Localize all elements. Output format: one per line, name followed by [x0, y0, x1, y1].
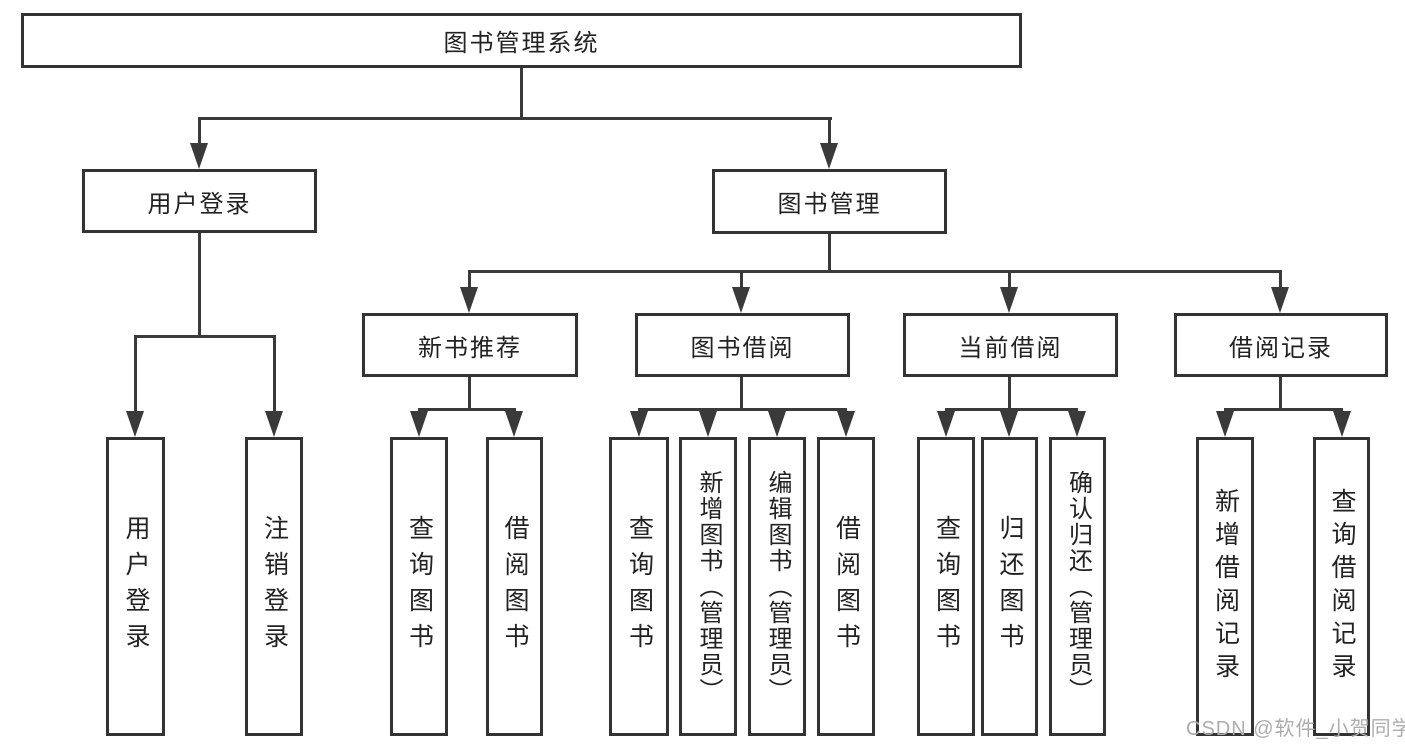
connector-drop-leaf-user-login — [134, 335, 137, 413]
node-borrow-records: 借阅记录 — [1174, 313, 1388, 377]
arrowhead-book-management — [820, 143, 838, 169]
leaf-add-borrow-record: 新增借阅记录 — [1196, 437, 1254, 736]
arrowhead-borrow-records — [1271, 287, 1289, 313]
node-book-management-label: 图书管理 — [777, 191, 882, 218]
connector-drop-book-management — [828, 117, 831, 147]
node-root: 图书管理系统 — [21, 13, 1022, 68]
arrowhead-confirm-return-admin — [1068, 411, 1086, 437]
leaf-add-book-admin-label: 新增图书（管理员） — [695, 469, 722, 704]
arrowhead-add-borrow-record — [1216, 411, 1234, 437]
connector-root-stem — [520, 68, 523, 118]
leaf-edit-book-admin: 编辑图书（管理员） — [748, 437, 806, 736]
node-book-borrow: 图书借阅 — [635, 313, 850, 377]
arrowhead-borrow-books-borrow — [837, 411, 855, 437]
leaf-confirm-return-admin-label: 确认归还（管理员） — [1064, 469, 1092, 704]
connector-newbook-stem — [468, 377, 471, 411]
leaf-query-borrow-record-label: 查询借阅记录 — [1328, 487, 1356, 686]
connector-drop-borrow-records — [1279, 270, 1282, 289]
leaf-borrow-books-borrow-label: 借阅图书 — [832, 514, 861, 659]
leaf-add-borrow-record-label: 新增借阅记录 — [1211, 487, 1240, 686]
node-book-management: 图书管理 — [712, 169, 947, 234]
connector-borrowrecords-stem — [1279, 377, 1282, 411]
connector-drop-new-book — [468, 270, 471, 289]
leaf-query-books-newbook-label: 查询图书 — [405, 514, 434, 659]
arrowhead-query-books-newbook — [410, 411, 428, 437]
leaf-return-book-label: 归还图书 — [996, 514, 1024, 659]
leaf-borrow-books-newbook-label: 借阅图书 — [501, 514, 529, 659]
arrowhead-current-borrow — [1000, 287, 1018, 313]
arrowhead-edit-book-admin — [768, 411, 786, 437]
arrowhead-query-books-borrow — [630, 411, 648, 437]
watermark: CSDN @软件_小贺同学 — [1186, 718, 1405, 740]
connector-drop-leaf-logout — [273, 335, 276, 413]
connector-root-rail — [198, 117, 832, 120]
leaf-query-books-borrow-label: 查询图书 — [625, 514, 654, 659]
node-new-book-recommend: 新书推荐 — [362, 313, 578, 377]
node-new-book-recommend-label: 新书推荐 — [418, 334, 522, 362]
connector-drop-current-borrow — [1008, 270, 1011, 289]
leaf-user-login-label: 用户登录 — [122, 514, 150, 659]
arrowhead-new-book — [460, 287, 478, 313]
node-user-login: 用户登录 — [82, 169, 317, 233]
leaf-logout-label: 注销登录 — [260, 514, 289, 659]
connector-currentborrow-rail — [945, 408, 1078, 411]
leaf-borrow-books-newbook: 借阅图书 — [486, 437, 543, 736]
connector-bookmgmt-rail — [468, 270, 1282, 273]
arrowhead-query-borrow-record — [1333, 411, 1351, 437]
arrowhead-leaf-user-login — [126, 411, 144, 437]
leaf-query-books-borrow: 查询图书 — [609, 437, 669, 736]
connector-bookborrow-rail — [638, 408, 847, 411]
arrowhead-borrow-books-newbook — [505, 411, 523, 437]
connector-currentborrow-stem — [1008, 377, 1011, 411]
leaf-user-login: 用户登录 — [106, 437, 165, 736]
leaf-query-books-current: 查询图书 — [917, 437, 975, 736]
connector-borrowrecords-rail — [1224, 408, 1343, 411]
leaf-logout: 注销登录 — [245, 437, 303, 736]
leaf-confirm-return-admin: 确认归还（管理员） — [1049, 437, 1106, 736]
leaf-add-book-admin: 新增图书（管理员） — [679, 437, 737, 736]
connector-drop-book-borrow — [740, 270, 743, 289]
connector-bookmgmt-stem — [828, 234, 831, 273]
node-root-label: 图书管理系统 — [443, 30, 600, 57]
node-current-borrow-label: 当前借阅 — [958, 334, 1063, 362]
node-book-borrow-label: 图书借阅 — [690, 334, 795, 362]
arrowhead-add-book-admin — [699, 411, 717, 437]
arrowhead-book-borrow — [732, 287, 750, 313]
leaf-return-book: 归还图书 — [981, 437, 1038, 736]
connector-userlogin-stem — [198, 233, 201, 338]
arrowhead-query-books-current — [937, 411, 955, 437]
arrowhead-return-book — [1000, 411, 1018, 437]
node-borrow-records-label: 借阅记录 — [1229, 334, 1333, 362]
arrowhead-leaf-logout — [265, 411, 283, 437]
node-user-login-label: 用户登录 — [147, 190, 252, 218]
connector-bookborrow-stem — [740, 377, 743, 411]
leaf-query-books-newbook: 查询图书 — [390, 437, 448, 736]
arrowhead-user-login — [190, 143, 208, 169]
leaf-query-borrow-record: 查询借阅记录 — [1313, 437, 1370, 736]
leaf-edit-book-admin-label: 编辑图书（管理员） — [764, 469, 791, 704]
connector-newbook-rail — [418, 408, 516, 411]
leaf-borrow-books-borrow: 借阅图书 — [817, 437, 875, 736]
node-current-borrow: 当前借阅 — [903, 313, 1118, 377]
connector-userlogin-rail — [134, 335, 276, 338]
connector-drop-user-login — [198, 117, 201, 147]
leaf-query-books-current-label: 查询图书 — [932, 514, 961, 659]
